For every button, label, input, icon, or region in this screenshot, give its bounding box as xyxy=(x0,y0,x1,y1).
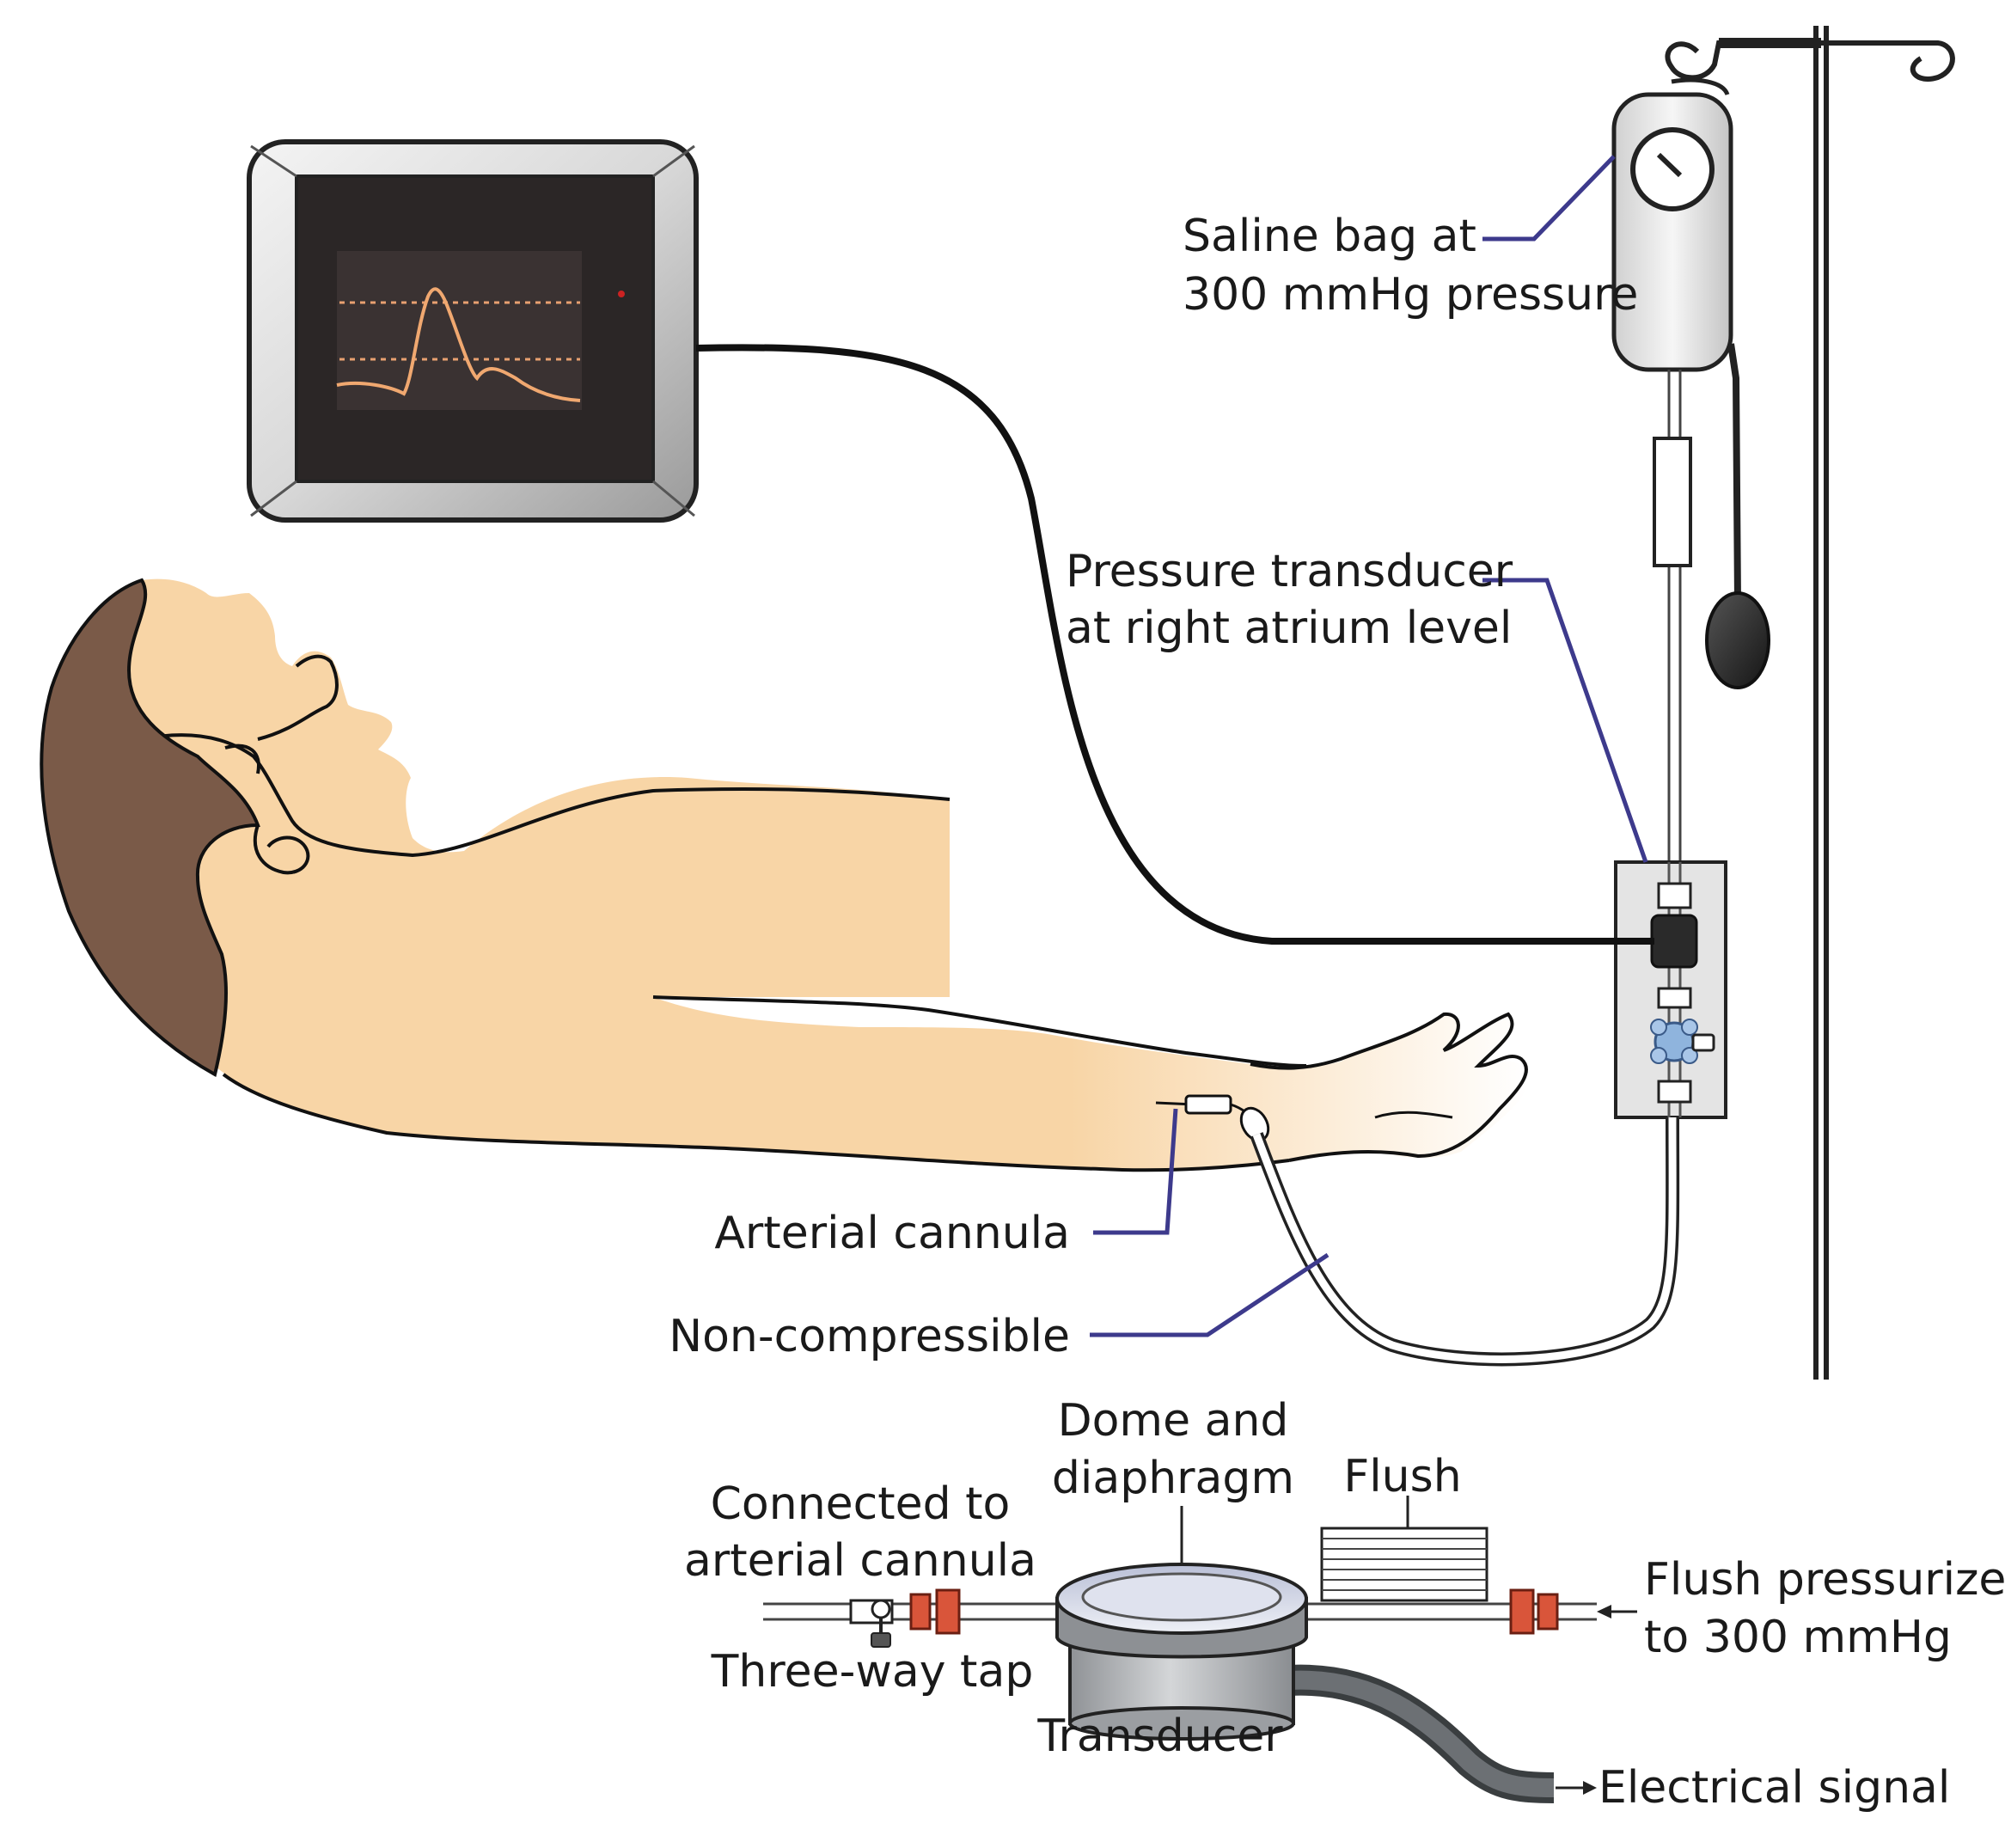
arterial-cannula xyxy=(1155,1094,1270,1142)
transducer-detail xyxy=(763,1496,1637,1803)
drip-tubing xyxy=(1653,370,1692,890)
drip-chamber xyxy=(1653,437,1692,567)
arterial-waveform xyxy=(336,287,581,402)
transducer-label: Transducer xyxy=(1036,1710,1283,1762)
non-compressible-tubing xyxy=(1250,1117,1680,1367)
transducer-leader xyxy=(1482,578,1648,863)
patient xyxy=(40,578,1529,1172)
three-way-tap-icon xyxy=(1650,1019,1715,1064)
transducer-panel xyxy=(1614,860,1727,1119)
cannula-leader xyxy=(1093,1108,1178,1235)
monitor xyxy=(247,139,699,523)
electrical-arrow-icon xyxy=(1583,1781,1597,1795)
flush-arrow-icon xyxy=(1597,1605,1611,1619)
dome-label-line1: Dome and xyxy=(1058,1395,1289,1447)
hair xyxy=(40,578,260,1078)
electrical-signal-label: Electrical signal xyxy=(1598,1762,1950,1814)
flush-label: Flush xyxy=(1343,1451,1461,1502)
arterial-cannula-label: Arterial cannula xyxy=(714,1208,1070,1259)
saline-bag-label-line2: 300 mmHg pressure xyxy=(1183,269,1638,321)
iv-pole xyxy=(1665,26,1955,1380)
pressure-transducer-label-line2: at right atrium level xyxy=(1066,603,1512,654)
monitor-cable xyxy=(695,344,1654,945)
dome-label-line2: diaphragm xyxy=(1052,1453,1294,1504)
flush-pressurized-label-line1: Flush pressurized xyxy=(1644,1554,2005,1606)
saline-bag-leader xyxy=(1482,155,1616,242)
saline-bag xyxy=(1611,77,1770,689)
three-way-tap-detail-icon xyxy=(871,1599,891,1648)
right-connector-icon xyxy=(1509,1588,1559,1635)
detail-labels: Dome and diaphragm Flush Connected to ar… xyxy=(684,1395,2005,1814)
flush-valve xyxy=(1320,1496,1488,1602)
non-compressible-label: Non-compressible xyxy=(669,1311,1070,1362)
electrical-cable xyxy=(1288,1664,1555,1803)
pressure-transducer-label-line1: Pressure transducer xyxy=(1066,546,1513,597)
transducer-clip xyxy=(1650,914,1698,969)
left-connector-icon xyxy=(909,1588,961,1635)
inflation-bulb-icon xyxy=(1705,591,1770,689)
connected-label-line1: Connected to xyxy=(711,1478,1011,1530)
flush-pressurized-label-line2: to 300 mmHg xyxy=(1644,1612,1952,1663)
main-labels: Saline bag at 300 mmHg pressure Pressure… xyxy=(669,211,1638,1362)
tubing-leader xyxy=(1090,1252,1330,1337)
connected-label-line2: arterial cannula xyxy=(684,1535,1036,1587)
leader-lines xyxy=(1090,155,1648,1337)
three-way-tap-label: Three-way tap xyxy=(711,1646,1034,1698)
saline-bag-label-line1: Saline bag at xyxy=(1183,211,1476,262)
